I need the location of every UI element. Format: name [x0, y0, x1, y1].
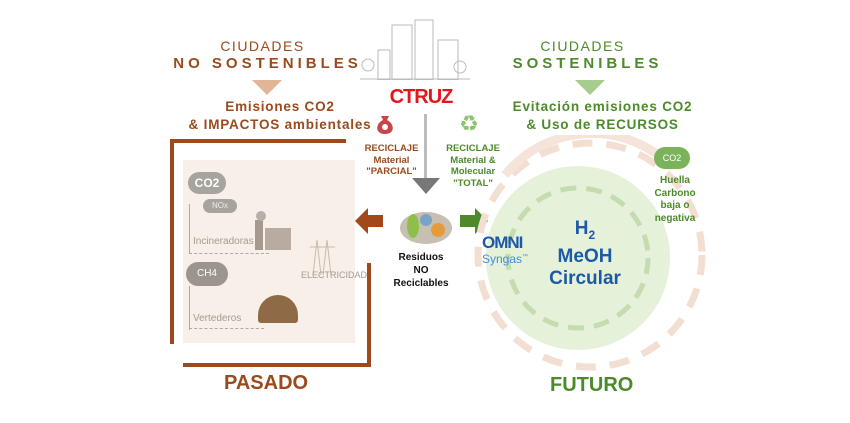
power-tower-icon — [310, 239, 335, 275]
city-buildings-icon — [360, 19, 470, 80]
left-sub2: & IMPACTOS ambientales — [188, 117, 372, 132]
waste-pile-icon — [400, 212, 452, 244]
frame-top — [170, 139, 346, 143]
trash-bag-icon — [377, 116, 393, 134]
factory-icon — [255, 211, 291, 250]
ch4-cloud-icon: CH4 — [186, 262, 228, 286]
recycle-icon: ♻ — [459, 111, 479, 136]
incineradoras-label: Incineradoras — [193, 236, 254, 247]
syngas-logo: Syngas™ — [482, 252, 529, 266]
right-title-line2: SOSTENIBLES — [512, 55, 663, 72]
vertederos-label: Vertederos — [193, 313, 242, 324]
dashed-line — [189, 328, 264, 329]
arrow-up-icon — [189, 286, 190, 330]
meoh-label: MeOH — [557, 245, 613, 267]
omni-logo: OMNI — [482, 233, 523, 252]
left-title-line1: CIUDADES — [220, 38, 305, 54]
frame-right — [367, 263, 371, 367]
ctruz-logo: CTRUZ — [389, 86, 454, 108]
arrow-down-icon — [412, 178, 440, 194]
pasado-label: PASADO — [224, 372, 309, 394]
nox-cloud-icon: NOx — [203, 199, 237, 213]
right-sub1: Evitación emisiones CO2 — [512, 99, 693, 114]
co2-hand-icon: CO2 — [654, 147, 690, 169]
products-label: H2 MeOH Circular — [540, 218, 630, 290]
h2-label: H — [574, 218, 589, 239]
futuro-label: FUTURO — [550, 374, 634, 396]
past-panel: CO2 NOx Incineradoras ELECTRICIDAD CH4 V… — [183, 160, 367, 343]
frame-bottom — [183, 363, 371, 367]
left-sub1: Emisiones CO2 — [225, 99, 335, 114]
frame-left — [170, 139, 174, 344]
dashed-line — [189, 253, 269, 254]
circular-cycle-graphic — [474, 135, 706, 371]
arrow-left-icon — [355, 208, 383, 234]
chevron-down-icon — [252, 80, 282, 95]
right-sub2: & Uso de RECURSOS — [526, 117, 679, 132]
circular-label: Circular — [549, 267, 621, 289]
electricidad-label: ELECTRICIDAD — [301, 270, 368, 280]
arrow-up-icon — [189, 204, 190, 254]
left-title-line2: NO SOSTENIBLES — [173, 55, 362, 72]
co2-cloud-icon: CO2 — [188, 172, 226, 194]
right-title-line1: CIUDADES — [540, 38, 625, 54]
arrow-down-line — [424, 114, 427, 182]
landfill-icon — [258, 295, 298, 323]
left-subtitle: Emisiones CO2 & IMPACTOS ambientales — [185, 98, 375, 134]
chevron-down-icon — [575, 80, 605, 95]
right-subtitle: Evitación emisiones CO2 & Uso de RECURSOS — [495, 98, 710, 134]
